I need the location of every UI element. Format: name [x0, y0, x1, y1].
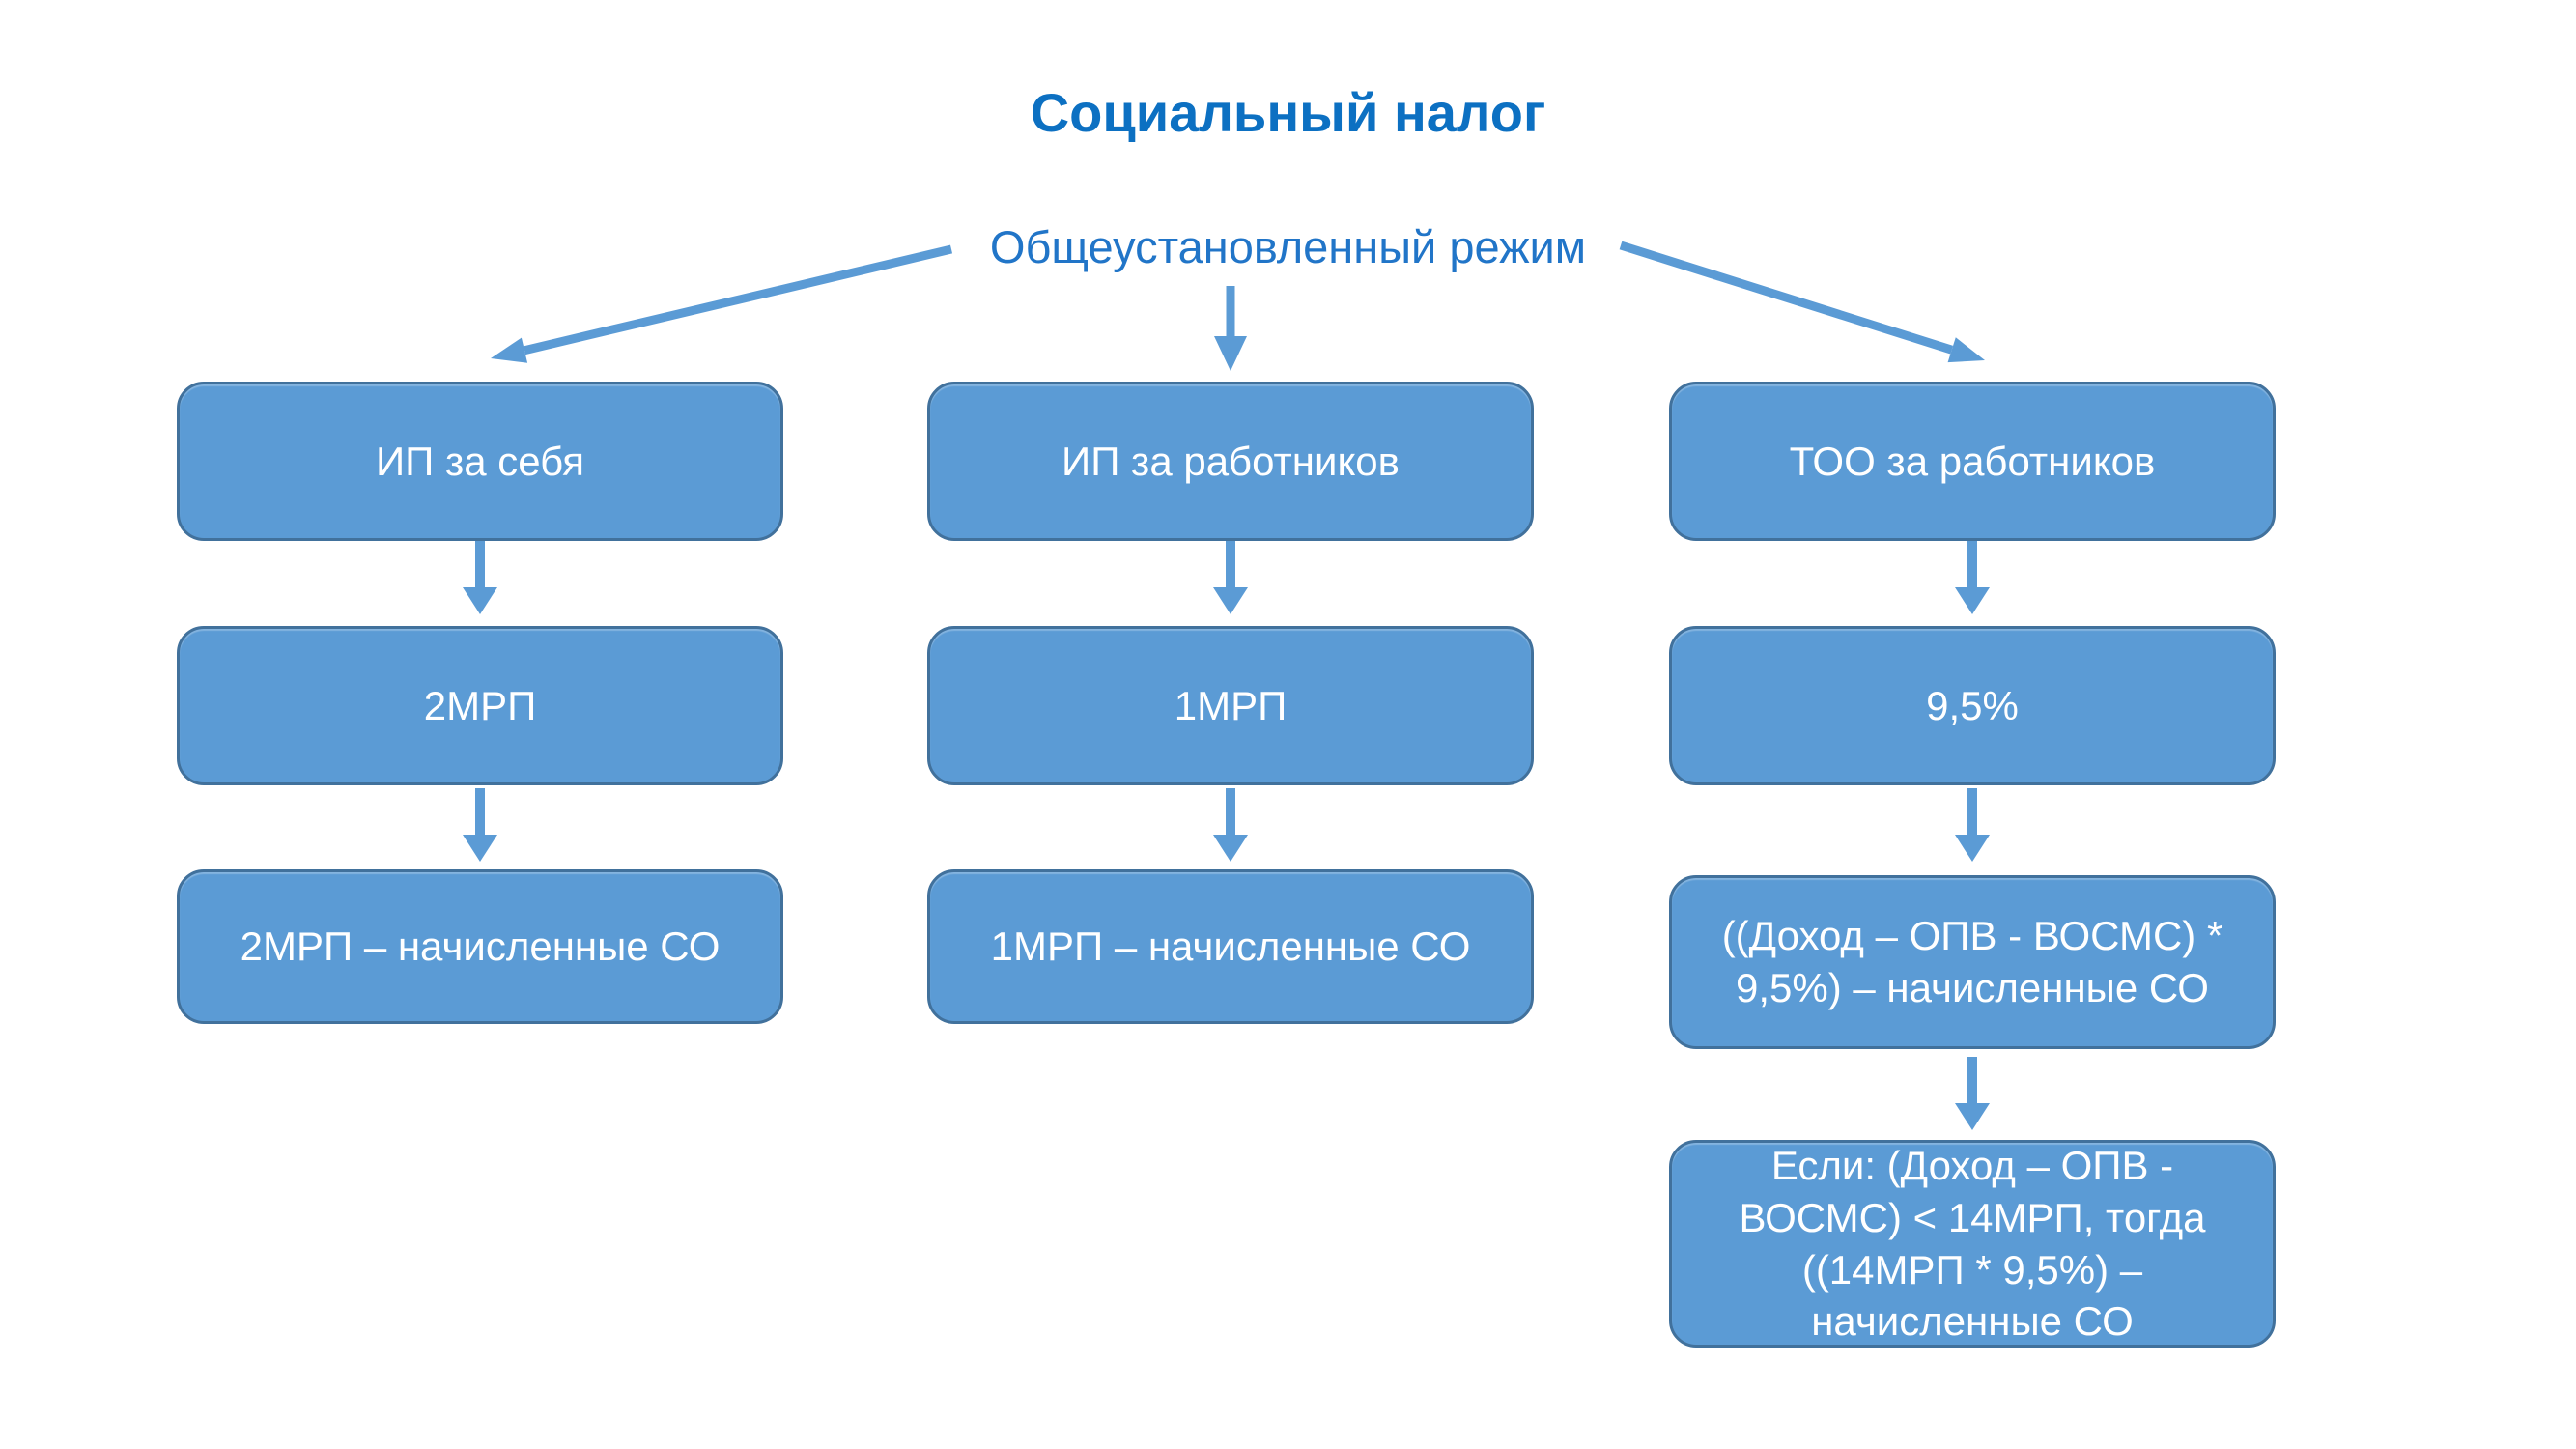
connector-root-to-ip-workers — [1214, 286, 1247, 371]
node-ip-workers: ИП за работников — [927, 382, 1534, 541]
connector-root-to-too-workers — [1619, 241, 1985, 363]
node-ip-self-base: 2МРП — [177, 626, 783, 785]
connector-ip-workers-base-to-formula — [1213, 788, 1248, 862]
connector-ip-self-to-base — [463, 541, 497, 614]
node-ip-workers-base: 1МРП — [927, 626, 1534, 785]
root-node-label: Общеустановленный режим — [989, 221, 1587, 272]
node-too-workers: ТОО за работников — [1669, 382, 2276, 541]
connector-too-formula-to-condition — [1955, 1057, 1990, 1130]
connector-ip-workers-to-base — [1213, 541, 1248, 614]
node-too-workers-rate: 9,5% — [1669, 626, 2276, 785]
connector-too-workers-to-rate — [1955, 541, 1990, 614]
connector-too-rate-to-formula — [1955, 788, 1990, 862]
connector-ip-self-base-to-formula — [463, 788, 497, 862]
node-too-workers-formula: ((Доход – ОПВ - ВОСМС) * 9,5%) – начисле… — [1669, 875, 2276, 1049]
node-ip-workers-formula: 1МРП – начисленные СО — [927, 869, 1534, 1024]
node-ip-self-formula: 2МРП – начисленные СО — [177, 869, 783, 1024]
connector-root-to-ip-self — [491, 244, 953, 363]
branch-connectors — [491, 241, 1985, 371]
page-title: Социальный налог — [1030, 82, 1546, 143]
node-ip-self: ИП за себя — [177, 382, 783, 541]
node-too-workers-condition: Если: (Доход – ОПВ - ВОСМС) < 14МРП, тог… — [1669, 1140, 2276, 1348]
